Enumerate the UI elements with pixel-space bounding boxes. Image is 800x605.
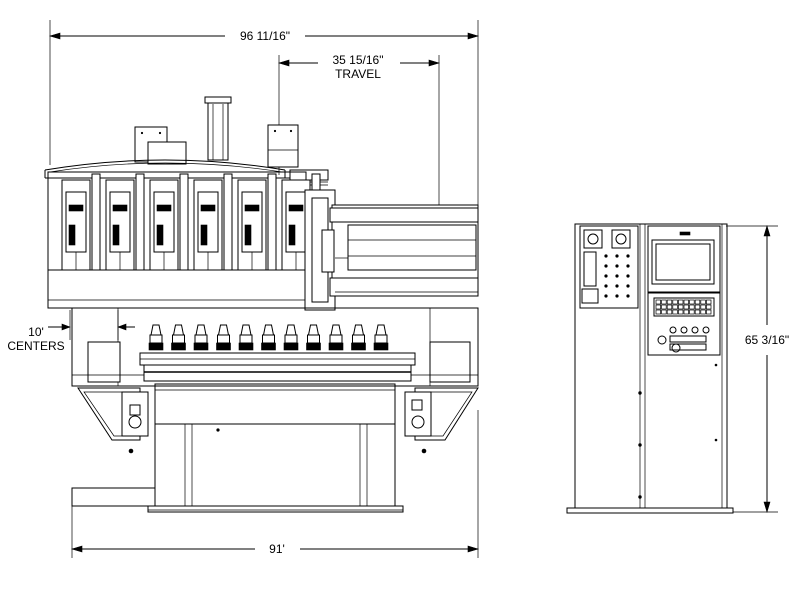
travel-value: 35 15/16" <box>333 53 384 67</box>
centers-dimension: 10' CENTERS <box>7 310 135 353</box>
overall-width-label: 96 11/16" <box>240 29 290 43</box>
spindle-head <box>105 173 145 293</box>
cabinet-fasteners <box>638 363 718 499</box>
tool-holder <box>328 324 344 351</box>
overall-width-dimension: 96 11/16" <box>48 20 480 205</box>
cabinet-monitor <box>647 225 721 293</box>
spindle-head <box>149 173 189 293</box>
tool-holder <box>171 324 186 351</box>
centers-value: 10' <box>28 325 44 339</box>
machine-base <box>71 383 404 513</box>
spindle-head <box>237 173 277 293</box>
tool-holder <box>193 324 209 351</box>
cabinet-left-panel <box>579 225 639 309</box>
top-column <box>204 96 232 161</box>
gantry-lower-band <box>47 269 324 309</box>
cabinet-height-dimension: 65 3/16" <box>726 224 789 514</box>
tool-holder <box>373 324 389 351</box>
tool-holder <box>283 324 299 351</box>
control-cabinet <box>566 223 734 514</box>
base-width-dimension: 91' <box>70 410 480 558</box>
right-top-housing <box>267 124 299 168</box>
travel-dimension: 35 15/16" TRAVEL <box>277 53 441 248</box>
tool-holder <box>351 324 366 351</box>
tool-holder <box>238 324 254 351</box>
left-top-housing <box>134 126 187 165</box>
work-table <box>139 352 416 382</box>
left-motor <box>121 391 149 454</box>
spindle-heads <box>61 173 321 293</box>
tool-holder <box>261 324 276 351</box>
tool-holder <box>306 324 321 351</box>
y-axis-rail <box>304 189 479 311</box>
tool-holder <box>216 324 231 351</box>
base-width-label: 91' <box>269 542 285 556</box>
cabinet-height-label: 65 3/16" <box>745 333 789 347</box>
tool-changer-holders <box>148 324 389 351</box>
right-motor <box>404 391 432 454</box>
travel-label: TRAVEL <box>335 67 381 81</box>
spindle-head <box>61 173 101 293</box>
cabinet-keyboard <box>647 292 721 356</box>
machine-front-view <box>44 96 479 513</box>
tool-holder <box>148 324 164 351</box>
centers-label: CENTERS <box>7 339 64 353</box>
